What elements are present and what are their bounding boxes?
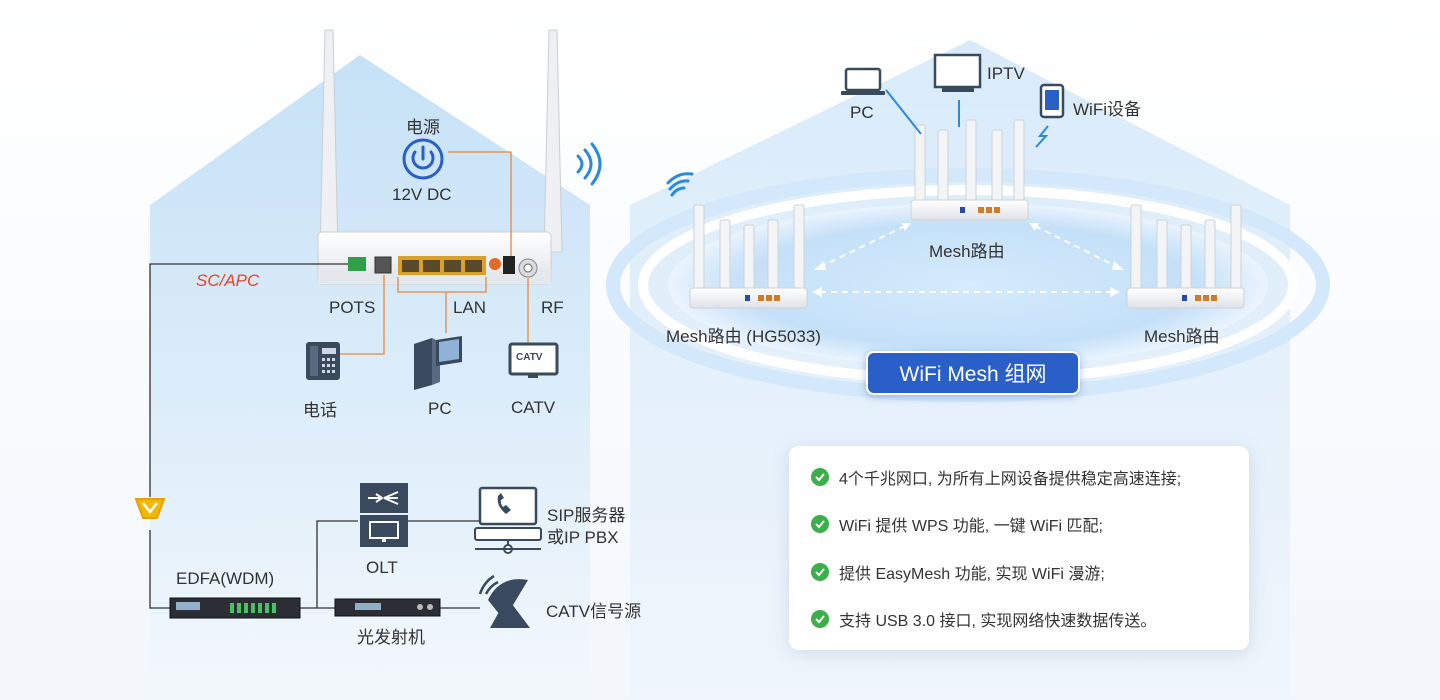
olt-icon <box>360 483 408 547</box>
mesh-router-top-label: Mesh路由 <box>929 242 1005 261</box>
catv-label: CATV <box>511 398 556 417</box>
lan-port-label: LAN <box>453 298 487 317</box>
mesh-router-right <box>1126 204 1245 309</box>
feature-text: 提供 EasyMesh 功能, 实现 WiFi 漫游; <box>839 566 1105 583</box>
olt-label: OLT <box>366 558 398 577</box>
satellite-dish-icon <box>478 574 530 628</box>
feature-item: 支持 USB 3.0 接口, 实现网络快速数据传送。 <box>811 606 1156 632</box>
iptv-monitor-icon <box>933 53 982 92</box>
pc-label: PC <box>428 399 452 418</box>
mesh-router-top <box>910 119 1029 221</box>
mesh-pc-label: PC <box>850 103 874 122</box>
mesh-wifi-device-label: WiFi设备 <box>1073 100 1141 119</box>
feature-text: WiFi 提供 WPS 功能, 一键 WiFi 匹配; <box>839 518 1103 535</box>
phone-label: 电话 <box>303 401 337 420</box>
smartphone-icon <box>1039 83 1065 119</box>
feature-text: 4个千兆网口, 为所有上网设备提供稳定高速连接; <box>839 471 1182 488</box>
feature-item: 提供 EasyMesh 功能, 实现 WiFi 漫游; <box>811 559 1105 585</box>
mesh-router-left <box>689 204 808 309</box>
mesh-links <box>819 225 1119 293</box>
power-label: 电源 <box>406 118 440 137</box>
pots-port-label: POTS <box>329 298 376 317</box>
check-icon <box>811 563 829 581</box>
feature-item: 4个千兆网口, 为所有上网设备提供稳定高速连接; <box>811 464 1181 490</box>
catv-source-label: CATV信号源 <box>546 602 642 621</box>
wifi-signal-icon <box>576 142 602 186</box>
ip-pbx-label: 或IP PBX <box>547 528 619 547</box>
mesh-iptv-label: IPTV <box>987 64 1025 83</box>
feature-item: WiFi 提供 WPS 功能, 一键 WiFi 匹配; <box>811 511 1103 537</box>
feature-text: 支持 USB 3.0 接口, 实现网络快速数据传送。 <box>839 613 1157 630</box>
transmitter-label: 光发射机 <box>357 628 425 647</box>
power-icon <box>402 138 444 180</box>
catv-screen-text: CATV <box>516 352 543 363</box>
pc-tower-icon <box>414 336 462 390</box>
check-icon <box>811 468 829 486</box>
power-spec-label: 12V DC <box>392 185 452 204</box>
catv-tv-icon <box>508 342 559 378</box>
sip-server-label: SIP服务器 <box>547 506 626 525</box>
rf-port-label: RF <box>541 298 564 317</box>
features-card: 4个千兆网口, 为所有上网设备提供稳定高速连接; WiFi 提供 WPS 功能,… <box>789 446 1249 650</box>
mesh-wifi-signal-icon <box>666 172 694 197</box>
fiber-lines <box>149 263 480 609</box>
mesh-router-right-label: Mesh路由 <box>1144 327 1220 346</box>
connection-lines <box>340 151 529 355</box>
client-lines <box>885 89 960 135</box>
wifi-lightning-icon <box>1035 125 1049 148</box>
check-icon <box>811 515 829 533</box>
splitter-icon <box>134 498 166 519</box>
mesh-link-arrowheads <box>812 223 1124 297</box>
check-icon <box>811 610 829 628</box>
mesh-ellipse-inner <box>668 203 1268 367</box>
wifi-mesh-badge: WiFi Mesh 组网 <box>866 351 1080 395</box>
mesh-router-left-label: Mesh路由 (HG5033) <box>666 327 821 346</box>
edfa-device <box>169 597 301 619</box>
ont-router-graphic <box>317 29 563 285</box>
telephone-icon <box>306 342 340 380</box>
sc-apc-label: SC/APC <box>196 271 260 290</box>
edfa-label: EDFA(WDM) <box>176 569 275 588</box>
laptop-icon <box>841 67 885 95</box>
optical-transmitter-device <box>334 598 441 617</box>
sip-server-icon <box>474 486 542 554</box>
